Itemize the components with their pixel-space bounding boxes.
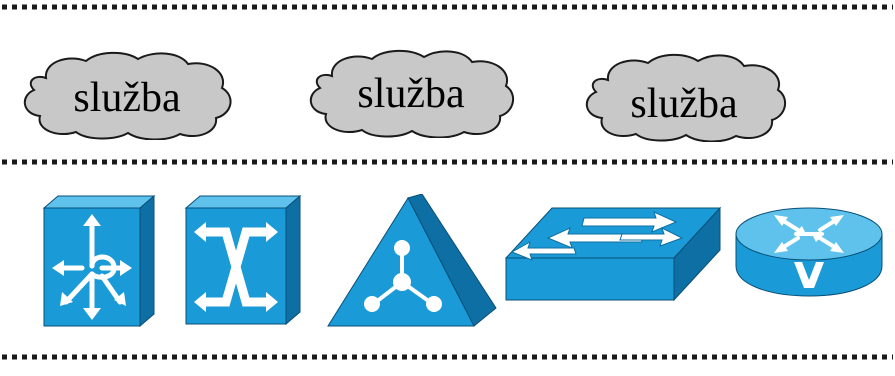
workgroup-switch-icon xyxy=(504,204,722,302)
cloud-icon xyxy=(310,49,515,138)
service-cloud-3: služba xyxy=(578,50,790,142)
service-cloud-1: služba xyxy=(16,48,238,140)
voice-router-icon xyxy=(732,204,886,298)
cloud-label: služba xyxy=(357,71,465,117)
multilayer-switch-icon xyxy=(36,194,160,334)
divider-top xyxy=(2,4,893,10)
cloud-icon xyxy=(586,53,787,142)
divider-middle xyxy=(2,159,893,165)
service-cloud-2: služba xyxy=(302,46,520,138)
atm-switch-icon xyxy=(180,194,304,330)
cloud-label: služba xyxy=(73,75,181,121)
divider-bottom xyxy=(2,354,893,360)
cloud-label: služba xyxy=(630,81,738,127)
hub-icon xyxy=(326,194,498,330)
cloud-icon xyxy=(24,51,232,140)
